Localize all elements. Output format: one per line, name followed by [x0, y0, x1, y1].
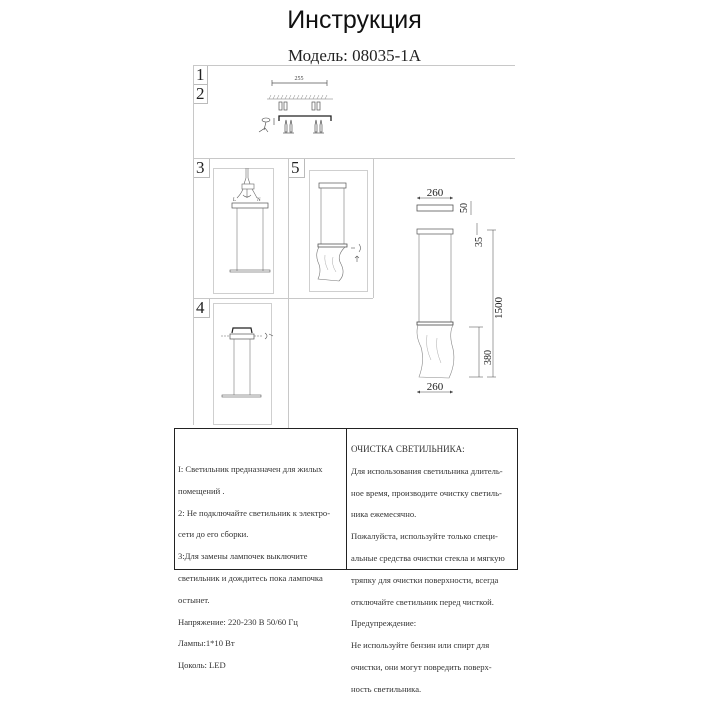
info-line: 2: Не подключайте светильник к электро- — [178, 507, 331, 518]
step-number-1: 1 — [194, 66, 208, 85]
shade-height-label: 380 — [483, 350, 494, 365]
info-line: ное время, производите очистку светиль- — [351, 487, 502, 498]
shade-attach-diagram — [316, 182, 361, 282]
info-line: Пожалуйста, используйте только специ- — [351, 531, 498, 542]
step-number-5: 5 — [289, 159, 305, 178]
info-line: отключайте светильник перед чисткой. — [351, 596, 494, 607]
info-line: светильник и дождитесь пока лампочка — [178, 572, 323, 583]
model-number: Модель: 08035-1A — [287, 46, 422, 65]
info-line: Не используйте бензин или спирт для — [351, 640, 490, 651]
screwdriver-icon — [258, 117, 275, 133]
mounting-diagram: 255 — [258, 76, 333, 134]
wire-n-label: N — [257, 198, 261, 203]
info-line: остынет. — [178, 594, 210, 605]
info-line: I: Светильник предназначен для жилых — [178, 463, 323, 474]
info-line: сети до его сборки. — [178, 529, 249, 540]
divider-row2 — [193, 298, 373, 299]
info-box-left: I: Светильник предназначен для жилых пом… — [174, 428, 347, 670]
divider-top — [193, 65, 515, 66]
wire-l-label: L — [233, 198, 236, 203]
divider-col-mid — [288, 158, 289, 428]
info-line: альные средства очистки стекла и мягкую — [351, 552, 505, 563]
width-255-label: 255 — [295, 76, 304, 82]
lamp-spec: Лампы:1*10 Вт — [178, 638, 235, 649]
step-number-4: 4 — [194, 299, 210, 318]
total-length-label: 1500 — [493, 297, 505, 320]
info-line: очистки, они могут повредить поверх- — [351, 662, 492, 673]
info-left-text: I: Светильник предназначен для жилых пом… — [178, 453, 346, 682]
gap-label: 35 — [474, 237, 485, 247]
step4-panel — [213, 303, 272, 425]
info-line: Для использования светильника длитель- — [351, 465, 503, 476]
info-line: ника ежемесячно. — [351, 509, 417, 520]
info-line: помещений . — [178, 485, 225, 496]
socket-spec: Цоколь: LED — [178, 660, 226, 671]
warning-heading: Предупреждение: — [351, 618, 417, 629]
page-title: Инструкция — [287, 6, 422, 34]
step5-panel — [309, 170, 368, 292]
wiring-diagram: L N — [229, 168, 271, 273]
rotate-arrow-icon — [351, 243, 361, 262]
canopy-width-label: 260 — [427, 187, 444, 199]
info-right-text: ОЧИСТКА СВЕТИЛЬНИКА: Для использования с… — [351, 433, 517, 706]
divider-col-left — [193, 65, 194, 425]
shade-width-label: 260 — [427, 381, 444, 393]
step-number-2: 2 — [194, 85, 208, 104]
info-line: ность светильника. — [351, 683, 422, 694]
info-box-right: ОЧИСТКА СВЕТИЛЬНИКА: Для использования с… — [346, 428, 518, 694]
canopy-height-label: 50 — [459, 203, 470, 213]
screw-icon — [264, 332, 274, 340]
voltage-spec: Напряжение: 220-230 В 50/60 Гц — [178, 616, 298, 627]
cleaning-heading: ОЧИСТКА СВЕТИЛЬНИКА: — [351, 443, 465, 454]
info-line: тряпку для очистки поверхности, всегда — [351, 574, 499, 585]
dimension-drawing: 260 50 35 1500 380 260 — [416, 187, 505, 394]
info-line: 3:Для замены лампочек выключите — [178, 551, 308, 562]
step3-panel — [213, 168, 274, 294]
divider-middle — [193, 158, 515, 159]
divider-col-right — [373, 158, 374, 298]
step-number-3: 3 — [194, 159, 210, 178]
canopy-diagram — [221, 327, 274, 398]
